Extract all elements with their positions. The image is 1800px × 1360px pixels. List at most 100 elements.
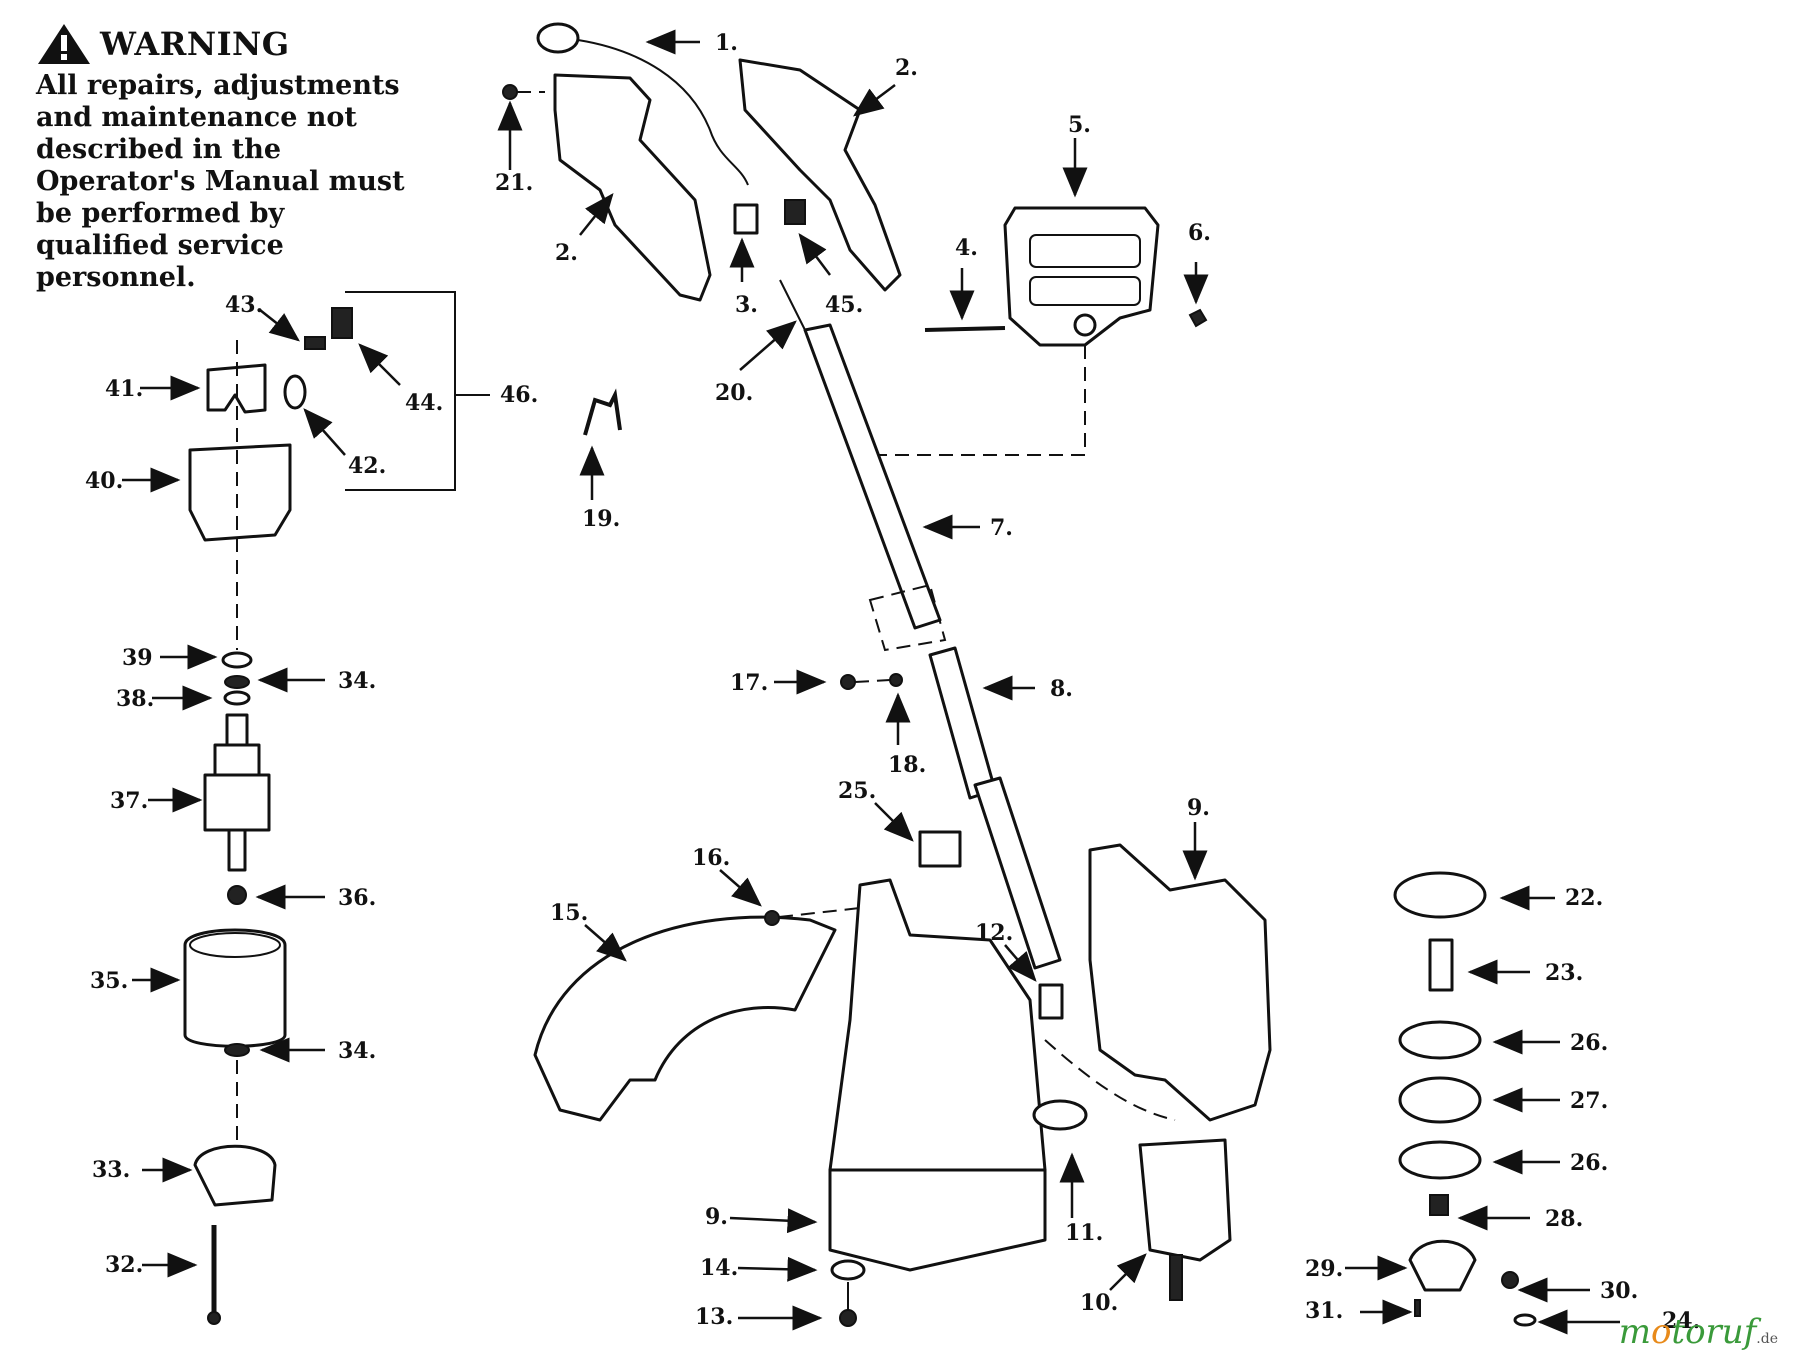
callout-3: 3. — [735, 292, 758, 318]
callout-5: 5. — [1068, 112, 1091, 138]
screw-21-part — [502, 84, 545, 100]
warning-text: All repairs, adjustments and maintenance… — [36, 70, 405, 293]
callout-15: 15. — [550, 900, 588, 926]
callout-28: 28. — [1545, 1206, 1583, 1232]
washer-26a-part — [1398, 1020, 1482, 1060]
washer-34a-part — [224, 675, 250, 689]
washer-39-part — [221, 651, 253, 669]
bushing-11-part — [1032, 1099, 1088, 1131]
spool-27-part — [1398, 1076, 1482, 1124]
callout-21: 21. — [495, 170, 533, 196]
callout-33: 33. — [92, 1157, 130, 1183]
callout-2a: 2. — [895, 55, 918, 81]
callout-4: 4. — [955, 235, 978, 261]
group-bracket-46 — [345, 291, 490, 491]
terminal-part — [784, 199, 806, 225]
screw-16-part — [764, 907, 861, 926]
callout-23: 23. — [1545, 960, 1583, 986]
callout-46: 46. — [500, 382, 538, 408]
warning-box: WARNING All repairs, adjustments and mai… — [36, 22, 416, 294]
callout-10: 10. — [1080, 1290, 1118, 1316]
warning-triangle-icon — [38, 24, 90, 64]
callout-8: 8. — [1050, 676, 1073, 702]
screw-31-part — [1414, 1299, 1421, 1317]
spool-cover-29-part — [1408, 1239, 1477, 1292]
callout-13: 13. — [695, 1304, 733, 1330]
callout-30: 30. — [1600, 1278, 1638, 1304]
handle-half-left-part — [553, 73, 712, 302]
screw-13-part — [839, 1282, 857, 1327]
callout-42: 42. — [348, 453, 386, 479]
nut-18-part — [889, 673, 903, 687]
callout-40: 40. — [85, 468, 123, 494]
watermark-logo: motoruf.de — [1618, 1312, 1778, 1352]
washer-14-part — [830, 1259, 866, 1281]
callout-38: 38. — [116, 686, 154, 712]
callout-2b: 2. — [555, 240, 578, 266]
washer-34b-part — [224, 1043, 250, 1057]
knob-30-part — [1501, 1271, 1519, 1289]
callout-14: 14. — [700, 1255, 738, 1281]
callout-16: 16. — [692, 845, 730, 871]
callout-24: 24. — [1662, 1308, 1700, 1334]
callout-41: 41. — [105, 376, 143, 402]
shaft-sleeve-part — [973, 776, 1062, 970]
callout-29: 29. — [1305, 1256, 1343, 1282]
housing-35-part — [183, 928, 287, 1048]
callout-34b: 34. — [338, 1038, 376, 1064]
callout-18: 18. — [888, 752, 926, 778]
clip-25-part — [918, 830, 962, 868]
handle-half-right-part — [738, 58, 902, 292]
callout-19: 19. — [582, 506, 620, 532]
terminal-44-part — [331, 307, 353, 339]
callout-34a: 34. — [338, 668, 376, 694]
callout-26a: 26. — [1570, 1030, 1608, 1056]
callout-labels: 1. 2. 2. 3. 4. 5. 6. 7. 8. 9. 9. 10. 11.… — [85, 30, 1700, 1334]
callout-1: 1. — [715, 30, 738, 56]
callout-45: 45. — [825, 292, 863, 318]
callout-31: 31. — [1305, 1298, 1343, 1324]
power-cord-part — [536, 22, 749, 186]
nut-6-part — [1188, 308, 1208, 328]
motor-assembly-10-part — [1138, 1138, 1232, 1301]
washer-38-part — [223, 690, 251, 706]
callout-35: 35. — [90, 968, 128, 994]
callout-20: 20. — [715, 380, 753, 406]
callout-12: 12. — [975, 920, 1013, 946]
callout-9b: 9. — [705, 1204, 728, 1230]
callout-32: 32. — [105, 1252, 143, 1278]
switch-part — [733, 203, 759, 235]
callout-25: 25. — [838, 778, 876, 804]
end-bell-33-part — [193, 1144, 277, 1207]
callout-9a: 9. — [1187, 795, 1210, 821]
guard-15-part — [533, 915, 837, 1122]
callout-26b: 26. — [1570, 1150, 1608, 1176]
callout-27: 27. — [1570, 1088, 1608, 1114]
upper-shaft-part — [803, 323, 942, 630]
fan-22-part — [1393, 871, 1487, 919]
callout-36: 36. — [338, 885, 376, 911]
washer-26b-part — [1398, 1140, 1482, 1180]
callout-11: 11. — [1065, 1220, 1103, 1246]
connector-12-part — [1038, 983, 1064, 1020]
bolt-4-part — [924, 326, 1006, 332]
washer-24-part — [1513, 1313, 1537, 1327]
callout-44: 44. — [405, 390, 443, 416]
clip-19-part — [583, 388, 622, 436]
callout-arrows — [122, 29, 1620, 1335]
callout-43: 43. — [225, 292, 263, 318]
callout-17: 17. — [730, 670, 768, 696]
warning-title: WARNING — [100, 25, 290, 63]
armature-37-part — [203, 713, 271, 872]
motor-housing-right-part — [1088, 843, 1272, 1122]
brush-43-part — [304, 336, 326, 350]
adapter-23-part — [1428, 938, 1454, 992]
field-housing-40-part — [188, 443, 292, 542]
spring-42-part — [283, 374, 307, 410]
screw-17-part — [840, 674, 891, 690]
callout-6: 6. — [1188, 220, 1211, 246]
bolt-32-part — [207, 1225, 221, 1325]
lower-shaft-part — [928, 646, 997, 800]
callout-39: 39 — [122, 645, 153, 671]
